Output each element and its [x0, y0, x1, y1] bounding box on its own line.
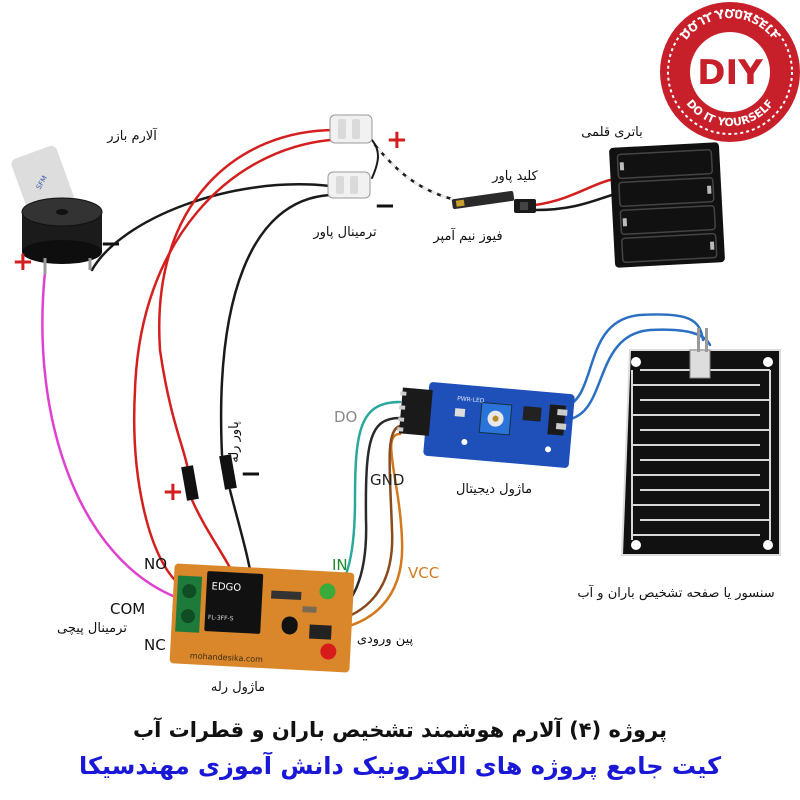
- label-fuse: فیوز نیم آمپر: [432, 227, 502, 244]
- wire-switch-to-battery-black: [533, 193, 614, 212]
- pin-label-vcc: VCC: [408, 564, 439, 582]
- wire-switch-to-battery-red: [533, 178, 612, 207]
- wire-sensor-1: [560, 313, 705, 410]
- label-screw-terminal: ترمینال پیچی: [57, 621, 127, 636]
- label-digital-module: ماژول دیجیتال: [456, 482, 532, 497]
- label-rain-sensor: سنسور یا صفحه تشخیص باران و آب: [577, 584, 774, 601]
- wire-brown: [328, 424, 402, 624]
- diy-logo: DO IT YOURSELF DO IT YOURSELF DIY: [660, 2, 800, 142]
- caption-title: پروژه (۴) آلارم هوشمند تشخیص باران و قطر…: [132, 718, 667, 742]
- wire-terminal-to-relay-negative: [219, 193, 332, 457]
- label-buzzer-alarm: آلارم بازر: [106, 127, 158, 144]
- label-power-terminal: ترمینال پاور: [312, 225, 377, 240]
- power-switch: [451, 190, 536, 213]
- pin-label-in: IN: [332, 556, 348, 574]
- digital-module: PWR-LED: [397, 382, 575, 468]
- wire-twisted-white: [373, 143, 457, 202]
- label-input-pins: پین ورودی: [357, 632, 414, 647]
- wire-buzzer-positive: [41, 270, 180, 600]
- relay-module: EDGO FL-3FF-S mohandesika.com: [169, 563, 355, 673]
- label-power-key: کلید پاور: [491, 169, 538, 184]
- wire-terminal-to-relay-positive: [157, 128, 337, 472]
- label-relay-power: پاور رله: [227, 421, 242, 463]
- wire-terminal-link: [371, 139, 379, 179]
- logo-text: DIY: [697, 53, 763, 93]
- pin-label-gnd: GND: [370, 471, 404, 489]
- label-relay-module: ماژول رله: [211, 680, 265, 695]
- relay-brand-text: EDGO: [211, 581, 241, 594]
- wire-terminal-to-no: [133, 138, 332, 587]
- relay-pcb-url: mohandesika.com: [190, 651, 264, 664]
- wire-twisted-black: [373, 143, 457, 202]
- wire-buzzer-negative: [90, 183, 332, 272]
- power-terminal: [327, 114, 373, 199]
- rain-sensor: [620, 328, 781, 556]
- pin-label-no: NO: [144, 555, 167, 573]
- pin-label-do: DO: [334, 408, 357, 426]
- sign-buzzer-plus: +: [12, 247, 34, 277]
- sign-buzzer-minus: −: [100, 229, 122, 259]
- module-pcb-text: PWR-LED: [457, 395, 485, 404]
- sign-relay-minus: −: [240, 459, 262, 489]
- buzzer: SFM: [11, 145, 103, 274]
- sign-terminal-minus: −: [374, 191, 396, 221]
- pin-label-com: COM: [110, 600, 145, 618]
- battery-holder: [609, 142, 725, 268]
- sign-relay-plus: +: [162, 477, 184, 507]
- caption-subtitle: کیت جامع پروژه های الکترونیک دانش آموزی …: [78, 752, 722, 780]
- pin-label-nc: NC: [144, 636, 166, 654]
- sign-terminal-plus: +: [386, 125, 408, 155]
- relay-model-text: FL-3FF-S: [208, 614, 234, 622]
- relay-power-plugs: [181, 454, 237, 501]
- label-battery: باتری قلمی: [581, 125, 643, 140]
